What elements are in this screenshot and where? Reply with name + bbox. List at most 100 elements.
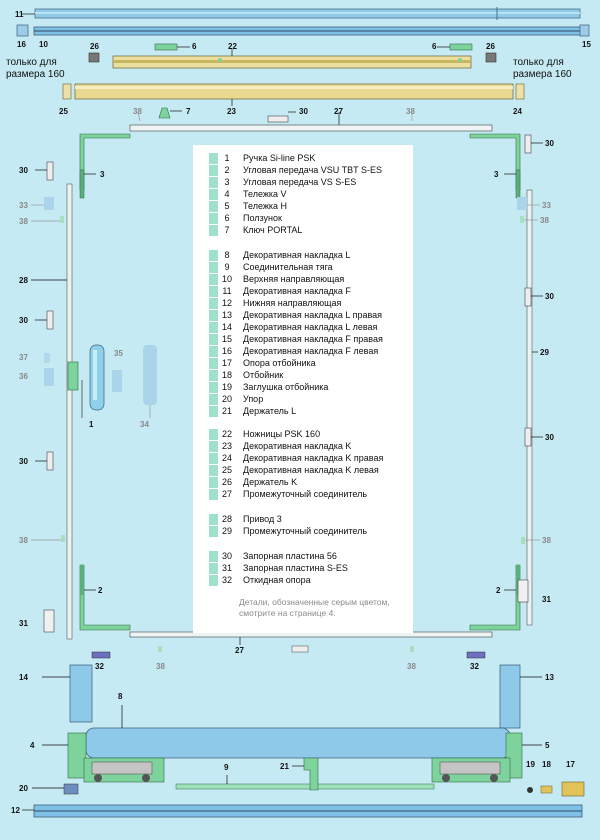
legend-item-label: Верхняя направляющая: [243, 274, 345, 284]
callout-28: 28: [19, 276, 28, 285]
legend-item-number: 16: [221, 346, 232, 356]
legend-item-number: 26: [221, 477, 232, 487]
strike-plates-left: [35, 161, 54, 471]
callout-2-left: 2: [98, 586, 103, 595]
part-38-r1: [520, 216, 524, 223]
tilt-support-right: [466, 651, 486, 659]
part-37: [44, 353, 50, 363]
callout-38-bottom-right: 38: [407, 662, 416, 671]
holder-l: [303, 757, 319, 791]
legend-swatch: [209, 213, 218, 224]
legend-swatch: [209, 514, 218, 525]
trolley-h: [431, 732, 523, 783]
legend-swatch: [209, 334, 218, 345]
callout-16: 16: [17, 40, 26, 49]
callout-1: 1: [89, 420, 94, 429]
key-portal: [158, 107, 182, 119]
decorative-cover-l: [85, 727, 511, 759]
legend-item-label: Декоративная накладка F правая: [243, 334, 383, 344]
callout-18: 18: [542, 760, 551, 769]
legend-item-label: Декоративная накладка L левая: [243, 322, 378, 332]
note-size160-right-line1: только для: [513, 57, 564, 68]
callout-2-right: 2: [496, 586, 501, 595]
callout-3-right: 3: [494, 170, 499, 179]
note-size160-right-line2: размера 160: [513, 69, 572, 80]
legend-item-number: 27: [221, 489, 232, 499]
legend-item-number: 22: [221, 429, 232, 439]
legend-item-label: Декоративная накладка L: [243, 250, 351, 260]
legend-swatch: [209, 189, 218, 200]
legend-swatch: [209, 406, 218, 417]
strike-plate-ses-right: [517, 579, 529, 603]
part-38-r2: [521, 537, 525, 544]
callout-14: 14: [19, 673, 28, 682]
legend-item-label: Держатель L: [243, 406, 297, 416]
callout-7: 7: [186, 107, 191, 116]
legend-item-number: 30: [221, 551, 232, 561]
trolley-v: [67, 732, 165, 783]
callout-31-left: 31: [19, 619, 28, 628]
legend-swatch: [209, 477, 218, 488]
legend-item-number: 6: [224, 213, 230, 223]
legend-swatch: [209, 286, 218, 297]
callout-21: 21: [280, 762, 289, 771]
legend-item-number: 19: [221, 382, 232, 392]
legend-item-label: Ползунок: [243, 213, 282, 223]
legend-swatch: [209, 346, 218, 357]
legend-item-label: Декоративная накладка K: [243, 441, 352, 451]
callout-19: 19: [526, 760, 535, 769]
callout-23: 23: [227, 107, 236, 116]
legend-swatch: [209, 358, 218, 369]
legend-note: Детали, обозначенные серым цветом, смотр…: [239, 597, 390, 618]
legend-swatch: [209, 575, 218, 586]
legend-item-label: Привод 3: [243, 514, 282, 524]
legend-item-number: 10: [221, 274, 232, 284]
slider-right: [449, 43, 473, 51]
legend-swatch: [209, 563, 218, 574]
part-33-left: [44, 197, 54, 210]
lower-guide-rail: [22, 804, 583, 818]
legend-swatch: [209, 298, 218, 309]
callout-13: 13: [545, 673, 554, 682]
callout-30-left-2: 30: [19, 316, 28, 325]
legend-swatch: [209, 453, 218, 464]
legend-item-label: Заглушка отбойника: [243, 382, 329, 392]
legend-item-number: 17: [221, 358, 232, 368]
stop: [63, 783, 79, 795]
legend-swatch: [209, 177, 218, 188]
callout-11: 11: [15, 10, 24, 19]
cover-l-right: [499, 664, 521, 729]
strike-plate-ses-left: [43, 609, 55, 633]
callout-30-top: 30: [299, 107, 308, 116]
part-36: [44, 368, 54, 386]
callout-36: 36: [19, 372, 28, 381]
callout-30-right-1: 30: [545, 139, 554, 148]
legend-swatch: [209, 165, 218, 176]
legend-item-label: Упор: [243, 394, 264, 404]
legend-item-label: Опора отбойника: [243, 358, 316, 368]
slider-left: [154, 43, 178, 51]
callout-4: 4: [30, 741, 35, 750]
legend-item-number: 5: [224, 201, 230, 211]
legend-item-label: Угловая передача VSU TBT S-ES: [243, 165, 382, 175]
legend-swatch: [209, 465, 218, 476]
callout-34: 34: [140, 420, 149, 429]
callout-30-right-2: 30: [545, 292, 554, 301]
upper-guide-rail: [16, 24, 590, 37]
holder-k-right: [485, 52, 497, 63]
callout-12: 12: [11, 806, 20, 815]
callout-15: 15: [582, 40, 591, 49]
legend-item-number: 1: [224, 153, 230, 163]
legend-item-label: Угловая передача VS S-ES: [243, 177, 357, 187]
legend-item-label: Отбойник: [243, 370, 284, 380]
callout-38-right-1: 38: [540, 216, 549, 225]
legend-item-label: Держатель K: [243, 477, 298, 487]
part-38-bl: [158, 646, 162, 652]
callout-38-bottom-left: 38: [156, 662, 165, 671]
callout-35: 35: [114, 349, 123, 358]
part-38-l2: [61, 535, 65, 542]
callout-32-right: 32: [470, 662, 479, 671]
legend-item-label: Откидная опора: [243, 575, 311, 585]
callout-17: 17: [566, 760, 575, 769]
legend-item-label: Соединительная тяга: [243, 262, 333, 272]
